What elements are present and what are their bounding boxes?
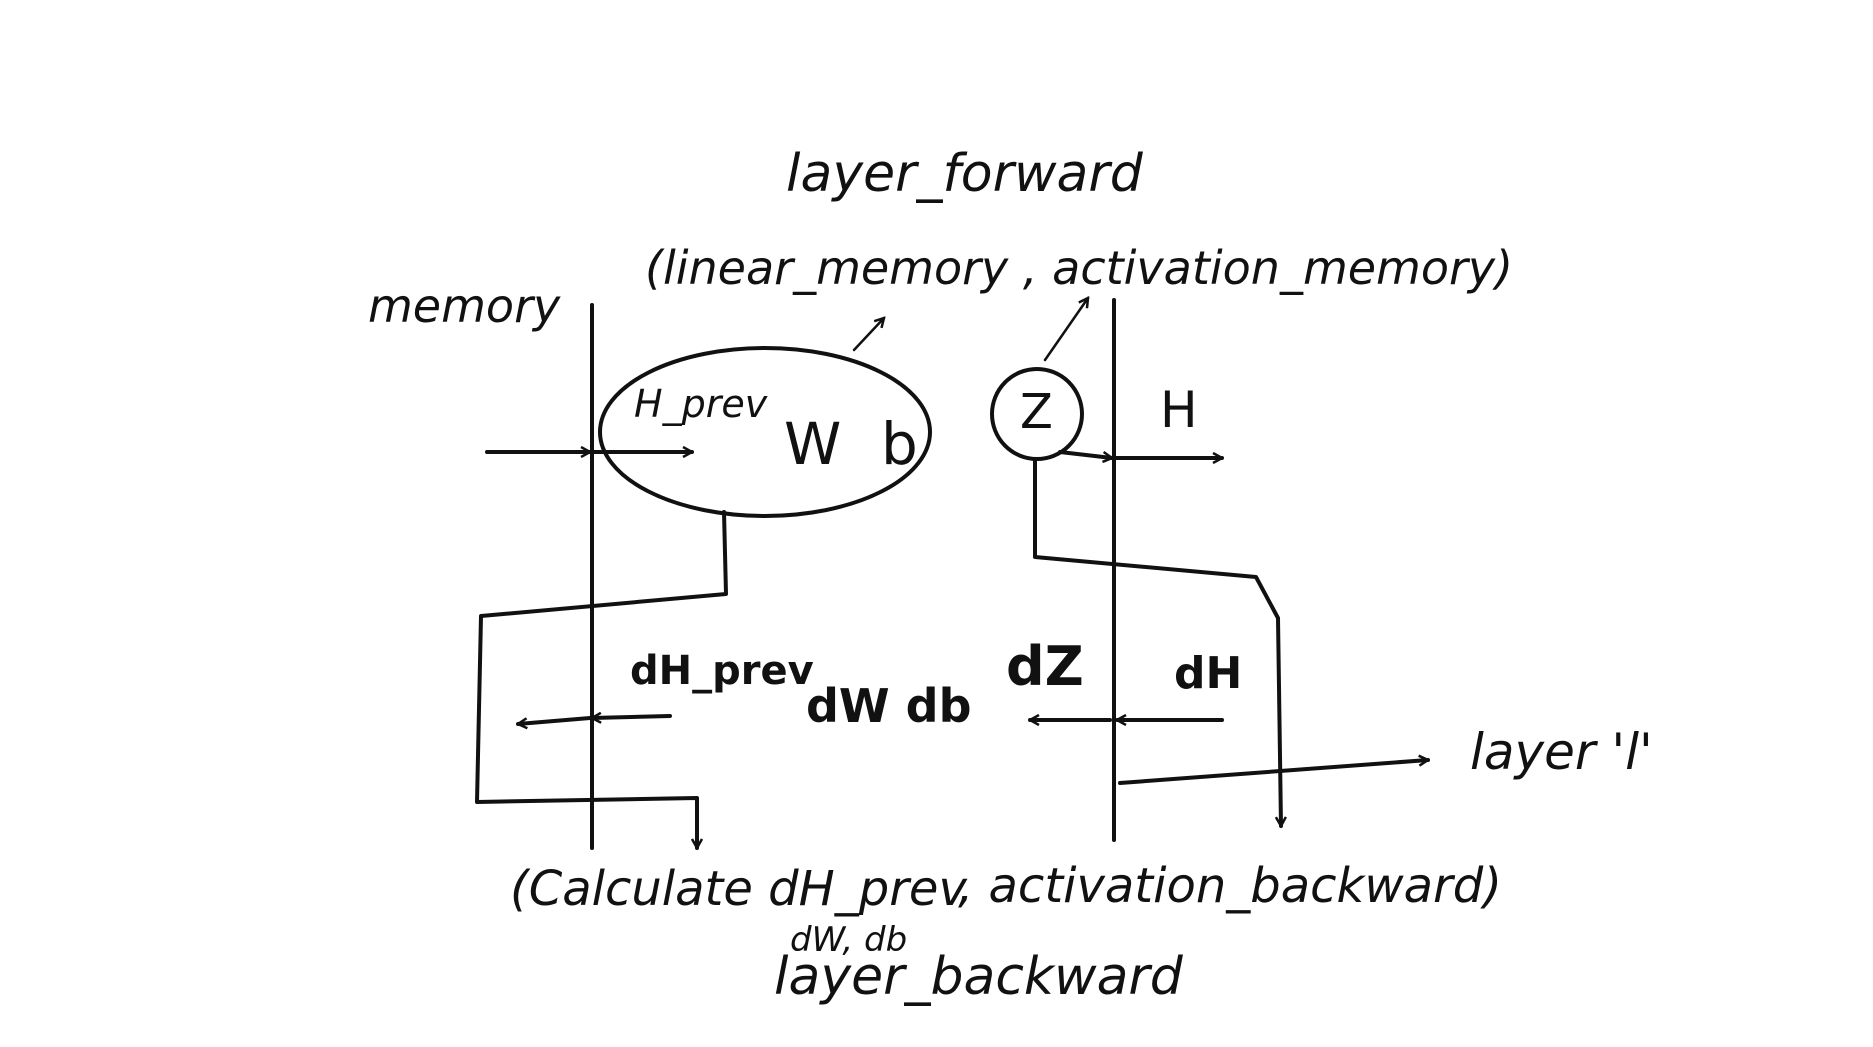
b-label: b (881, 410, 918, 478)
activation-backward-label: , activation_backward) (958, 858, 1502, 914)
h-label: H (1160, 381, 1198, 439)
activation-memory-wire (1033, 457, 1281, 826)
layer-forward-title: layer_forward (786, 144, 1143, 204)
dz-label: dZ (1006, 635, 1084, 698)
memory-tuple: (linear_memory , activation_memory) (645, 241, 1514, 295)
h-prev-label: H_prev (634, 382, 768, 426)
parameters-ellipse (598, 346, 932, 518)
layer-l-arrow (1118, 760, 1428, 785)
output-back-arrow (518, 716, 592, 724)
activation-memory-pointer (1043, 298, 1088, 362)
w-label: W (784, 410, 842, 478)
linear-memory-pointer (852, 318, 884, 352)
layer-l-label: layer 'l' (1470, 723, 1653, 781)
z-out-arrow (1058, 450, 1112, 458)
layer-backward-title: layer_backward (774, 947, 1183, 1007)
dh-prev-label: dH_prev (630, 648, 814, 694)
z-label: Z (1020, 384, 1053, 440)
calculate-label: (Calculate dH_prev (510, 861, 967, 917)
dh-prev-arrow (592, 716, 672, 718)
dh-label: dH (1174, 648, 1243, 699)
calc-sub-label: dW, db (790, 920, 908, 960)
linear-memory-wire (475, 510, 728, 850)
memory-label: memory (368, 279, 561, 333)
dw-db-label: dW db (806, 679, 972, 733)
